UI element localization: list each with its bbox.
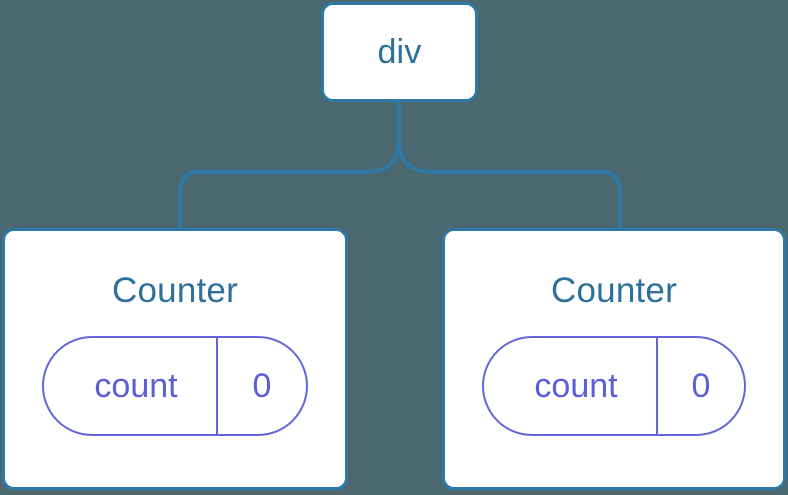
- state-pill[interactable]: count 0: [482, 336, 746, 436]
- root-node-div[interactable]: div: [321, 2, 478, 102]
- component-node-counter-1[interactable]: Counter count 0: [442, 228, 786, 490]
- component-title: Counter: [551, 271, 677, 310]
- state-value-label: 0: [216, 338, 306, 434]
- connector-branch-left: [178, 139, 401, 230]
- root-node-label: div: [377, 33, 422, 71]
- state-pill[interactable]: count 0: [42, 336, 308, 436]
- state-key-label: count: [94, 367, 178, 405]
- state-key-label: count: [534, 367, 618, 405]
- connector-branch-right: [397, 139, 622, 230]
- component-node-counter-0[interactable]: Counter count 0: [2, 228, 348, 490]
- component-title: Counter: [112, 271, 238, 310]
- state-value-label: 0: [656, 338, 744, 434]
